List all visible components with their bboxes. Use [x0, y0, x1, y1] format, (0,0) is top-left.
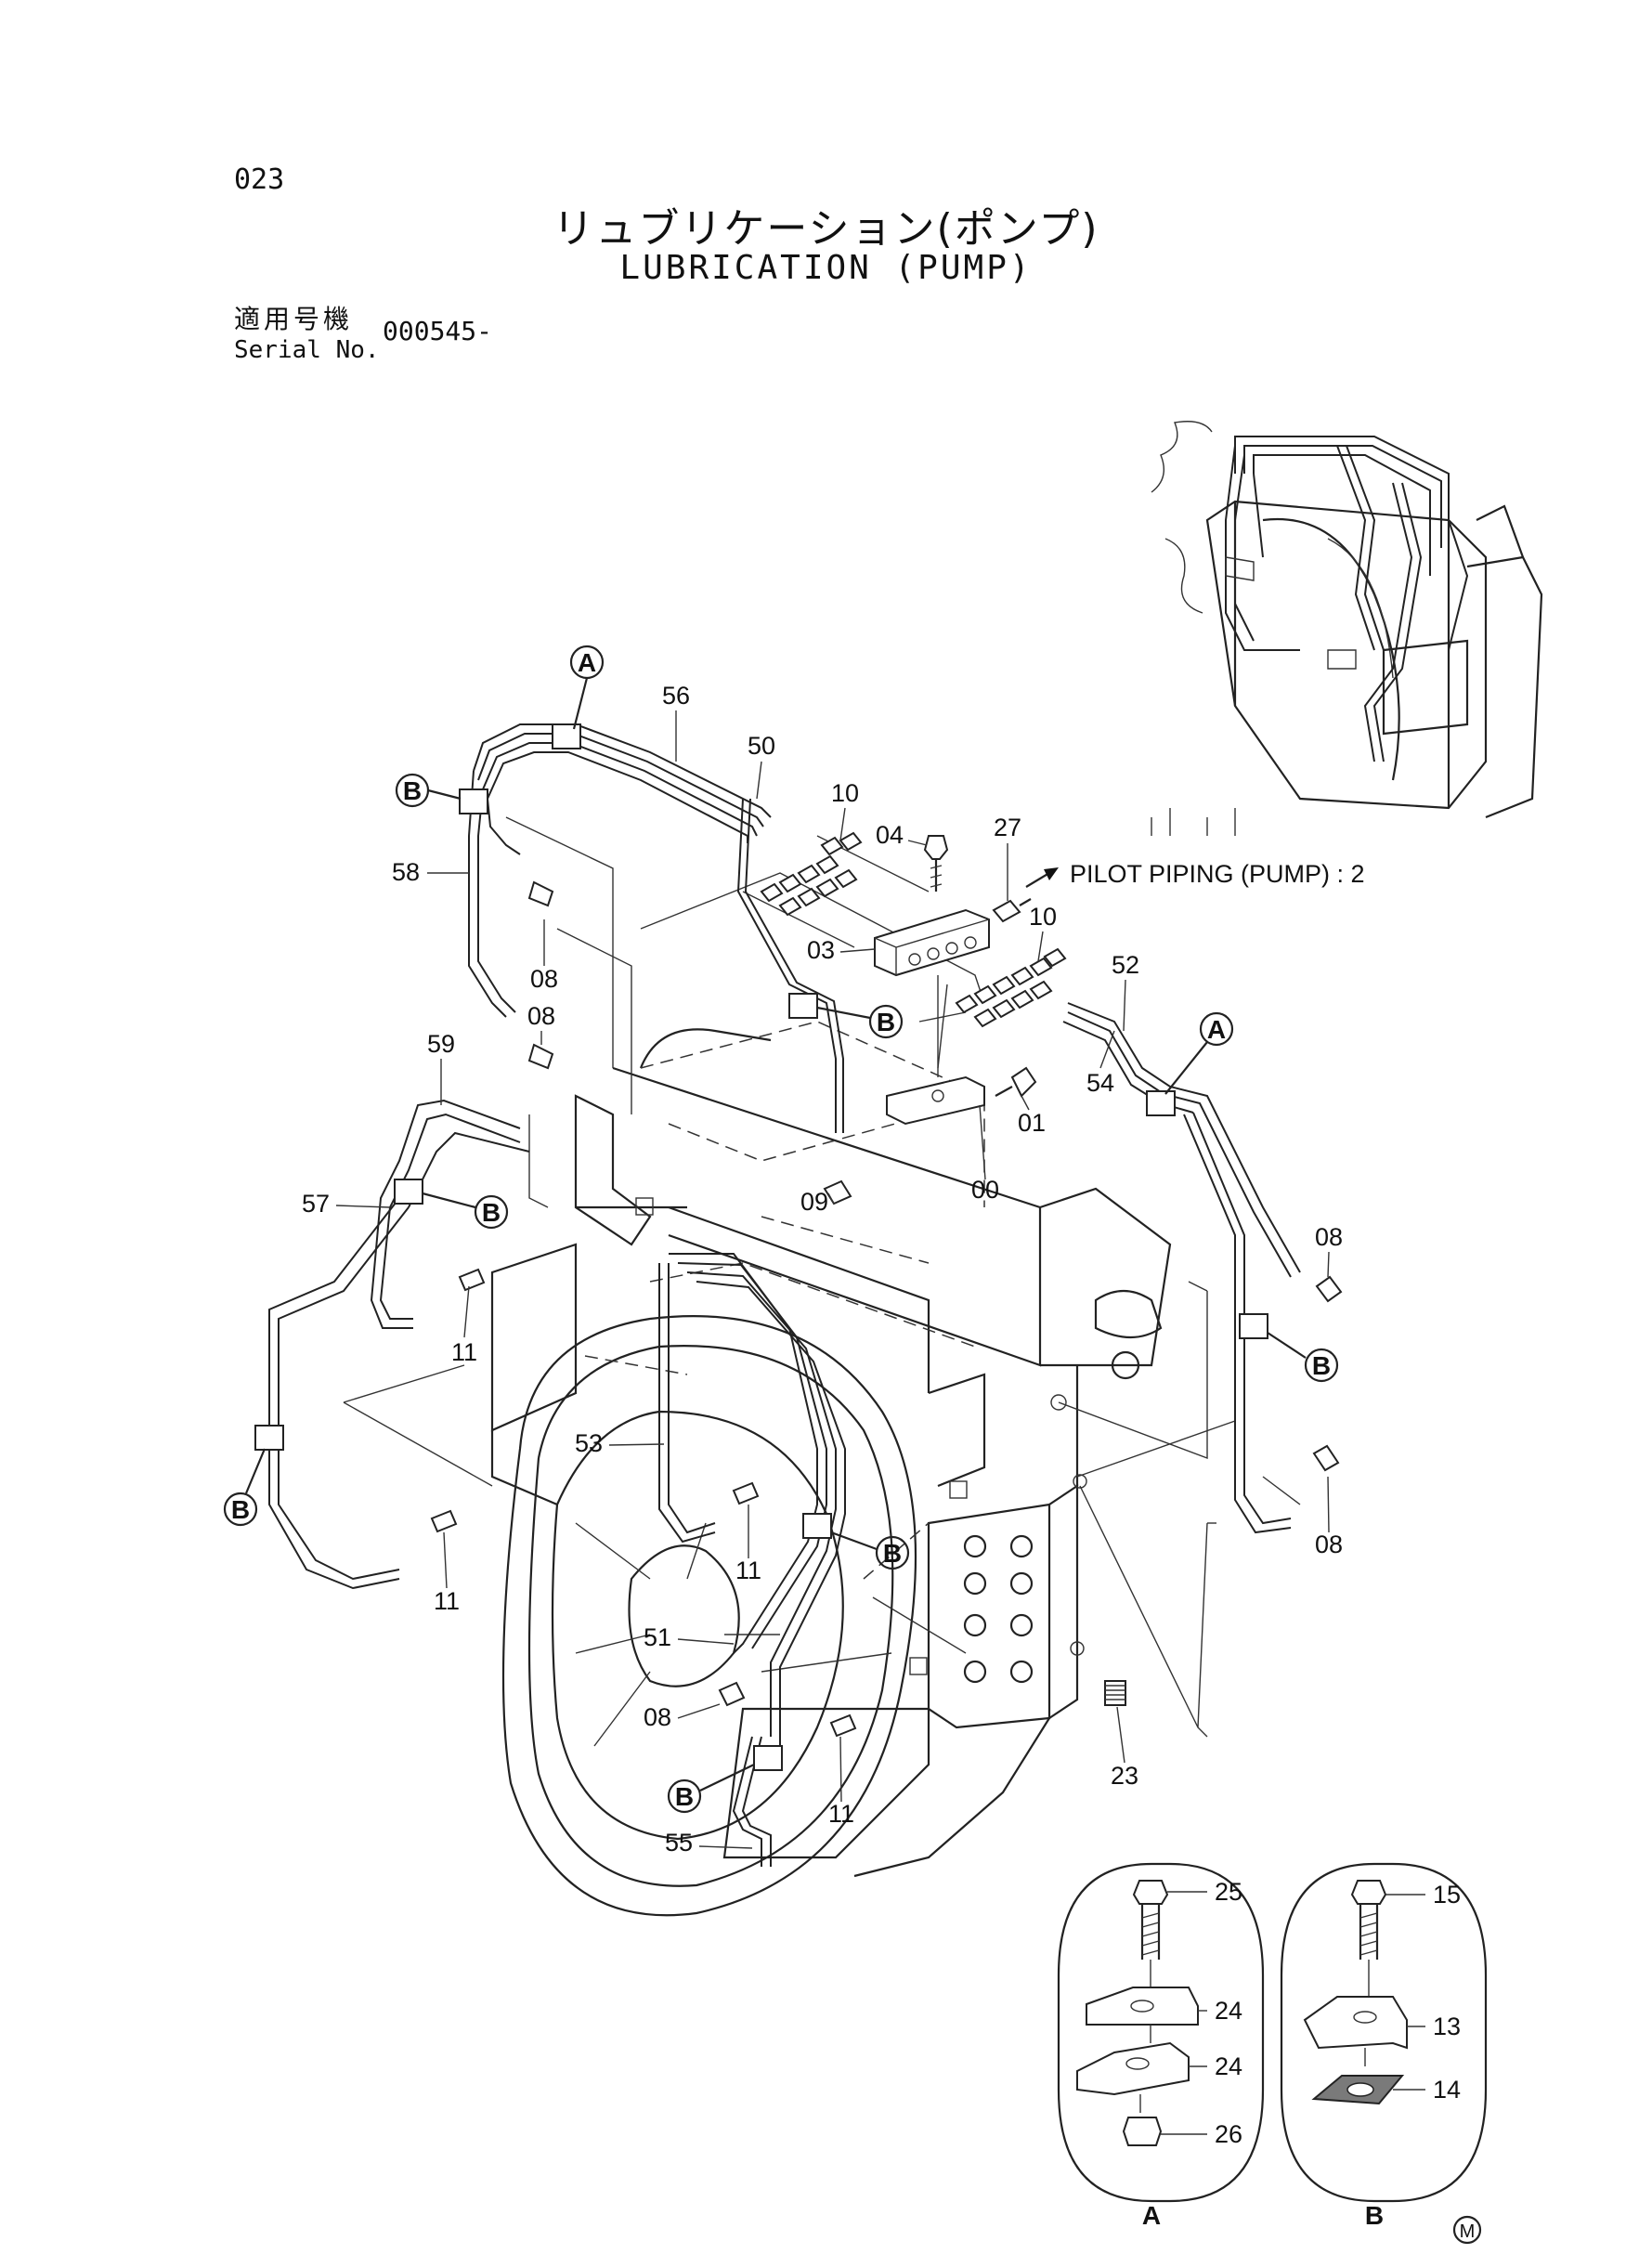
part-55: 55 — [665, 1829, 693, 1857]
part-01: 01 — [1018, 1109, 1046, 1137]
callout-b-2-label: B — [877, 1008, 895, 1036]
bolt-04 — [923, 835, 949, 892]
callout-b-6-label: B — [883, 1539, 902, 1568]
part-08-c: 08 — [1315, 1223, 1343, 1251]
pipe-59-57 — [268, 1099, 530, 1590]
part-14: 14 — [1433, 2076, 1461, 2104]
adapter-fittings-11 — [430, 1268, 857, 1738]
part-10-lower: 10 — [1029, 903, 1057, 931]
part-10-upper: 10 — [831, 779, 859, 807]
part-11-b: 11 — [735, 1557, 761, 1584]
part-26: 26 — [1215, 2120, 1242, 2148]
routing-lines — [343, 816, 1301, 1738]
corner-mark-letter: M — [1460, 2221, 1476, 2242]
part-15: 15 — [1433, 1881, 1461, 1909]
callout-b-5: B — [223, 1448, 267, 1527]
part-56: 56 — [662, 682, 690, 710]
part-24-a: 24 — [1215, 1997, 1242, 2025]
detail-a-label: A — [1142, 2201, 1161, 2230]
engine-overview-inset — [1151, 421, 1543, 836]
part-50: 50 — [748, 732, 775, 760]
pipe-56 — [473, 723, 772, 843]
callout-b-3: B — [422, 1192, 509, 1230]
callout-b-6: B — [830, 1531, 910, 1570]
part-11-d: 11 — [828, 1800, 854, 1828]
part-13: 13 — [1433, 2013, 1461, 2040]
part-58: 58 — [392, 858, 420, 886]
part-51: 51 — [644, 1623, 671, 1651]
pipe-53-51-55 — [658, 1253, 846, 1867]
callout-b-7-label: B — [675, 1782, 694, 1811]
part-52: 52 — [1112, 951, 1139, 979]
elbow-fitting-09 — [823, 1179, 852, 1205]
part-11-c: 11 — [434, 1587, 460, 1615]
detail-a: 25 24 24 26 A — [1057, 1862, 1265, 2230]
manifold-block — [874, 908, 990, 977]
fittings-10-upper — [760, 831, 863, 917]
callout-a-right-label: A — [1207, 1015, 1226, 1044]
fittings-10-lower — [955, 947, 1067, 1028]
callout-b-1-label: B — [403, 776, 422, 805]
part-00: 00 — [971, 1176, 999, 1204]
corner-mark: M — [1452, 2215, 1482, 2245]
detail-b-label: B — [1365, 2201, 1384, 2230]
serial-label-english: Serial No. — [234, 336, 380, 364]
callout-b-7: B — [667, 1764, 755, 1814]
callout-a-top: A — [569, 645, 605, 730]
callout-b-3-label: B — [482, 1198, 501, 1227]
title-japanese: リュブリケーション(ポンプ) — [553, 205, 1099, 253]
part-08-e: 08 — [644, 1703, 671, 1731]
part-04: 04 — [876, 821, 904, 849]
part-53: 53 — [575, 1429, 603, 1457]
part-59: 59 — [427, 1030, 455, 1058]
part-57: 57 — [302, 1190, 330, 1218]
callout-b-4-label: B — [1312, 1351, 1331, 1380]
part-08-d: 08 — [1315, 1531, 1343, 1558]
callout-b-4: B — [1267, 1332, 1339, 1383]
detail-b: 15 13 14 B — [1280, 1862, 1488, 2230]
part-24-b: 24 — [1215, 2052, 1242, 2080]
fitting-27 — [992, 898, 1032, 923]
callout-a-right: A — [1164, 1011, 1234, 1095]
part-25: 25 — [1215, 1878, 1242, 1906]
callout-b-2: B — [816, 1004, 904, 1039]
part-03: 03 — [807, 936, 835, 964]
part-11-a: 11 — [451, 1338, 477, 1366]
valve-block-ports — [635, 1197, 1034, 1684]
part-08-b: 08 — [527, 1002, 555, 1030]
title-english: LUBRICATION (PUMP) — [619, 249, 1033, 287]
part-09: 09 — [800, 1188, 828, 1216]
pump-housing — [490, 1028, 1172, 1917]
page-number: 023 — [234, 163, 285, 196]
elbow-fittings-08 — [527, 880, 1343, 1707]
part-labels: 56 50 10 04 27 10 03 52 54 01 00 58 08 0… — [302, 682, 1343, 1857]
part-08-a: 08 — [530, 965, 558, 993]
pilot-piping-reference: PILOT PIPING (PUMP) : 2 — [1025, 860, 1365, 888]
hidden-lines — [584, 1021, 985, 1580]
pilot-piping-label: PILOT PIPING (PUMP) : 2 — [1070, 860, 1365, 888]
serial-number-value: 000545- — [383, 316, 493, 346]
part-54: 54 — [1086, 1069, 1114, 1097]
callout-b-5-label: B — [231, 1495, 250, 1524]
serial-label-japanese: 適用号機 — [234, 304, 354, 334]
callout-b-1: B — [395, 773, 462, 808]
bolt-01 — [995, 1066, 1037, 1098]
plug-23 — [1104, 1680, 1126, 1706]
callout-a-top-label: A — [578, 648, 596, 677]
part-23: 23 — [1111, 1762, 1138, 1790]
bracket-00 — [886, 975, 985, 1126]
part-27: 27 — [994, 814, 1021, 841]
pipe-clamps — [254, 723, 1268, 1771]
